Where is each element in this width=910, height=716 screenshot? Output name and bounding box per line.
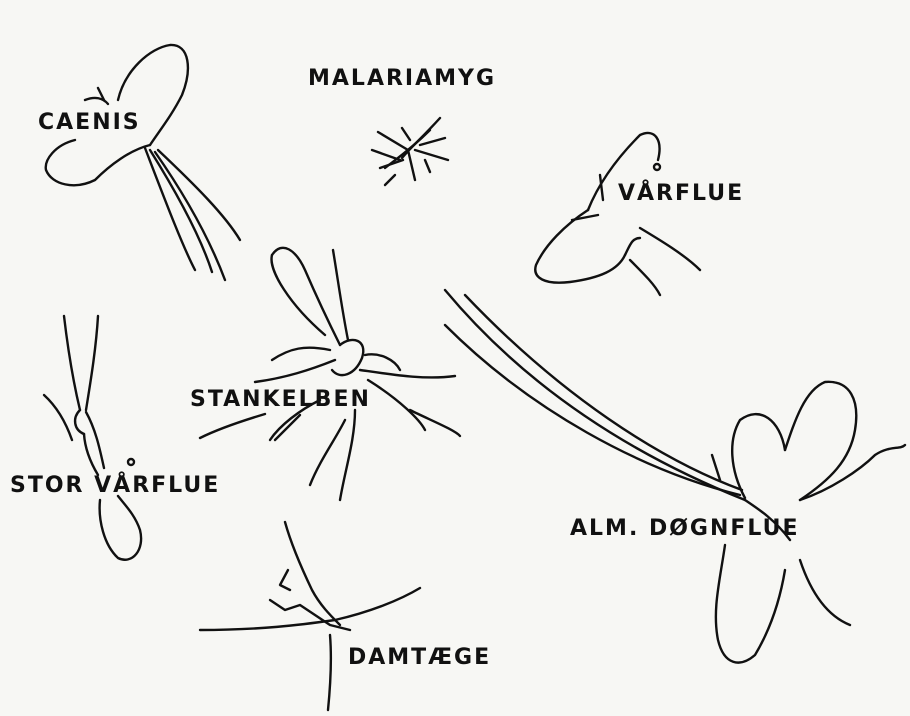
malariamyg-drawing: [372, 118, 448, 185]
varflue-drawing: [535, 133, 700, 295]
label-malariamyg: MALARIAMYG: [308, 68, 496, 90]
alm-dognflue-drawing: [445, 290, 905, 663]
caenis-drawing: [46, 45, 240, 280]
damtaege-drawing: [200, 522, 420, 710]
label-varflue: VÅRFLUE: [618, 183, 744, 205]
stor-varflue-drawing: [44, 316, 141, 560]
label-caenis: CAENIS: [38, 112, 141, 134]
label-alm-dognflue: ALM. DØGNFLUE: [570, 518, 800, 540]
label-stor-varflue: STOR VÅRFLUE: [10, 475, 220, 497]
stankelben-drawing: [200, 248, 460, 500]
label-damtaege: DAMTÆGE: [348, 647, 491, 669]
label-stankelben: STANKELBEN: [190, 389, 371, 411]
